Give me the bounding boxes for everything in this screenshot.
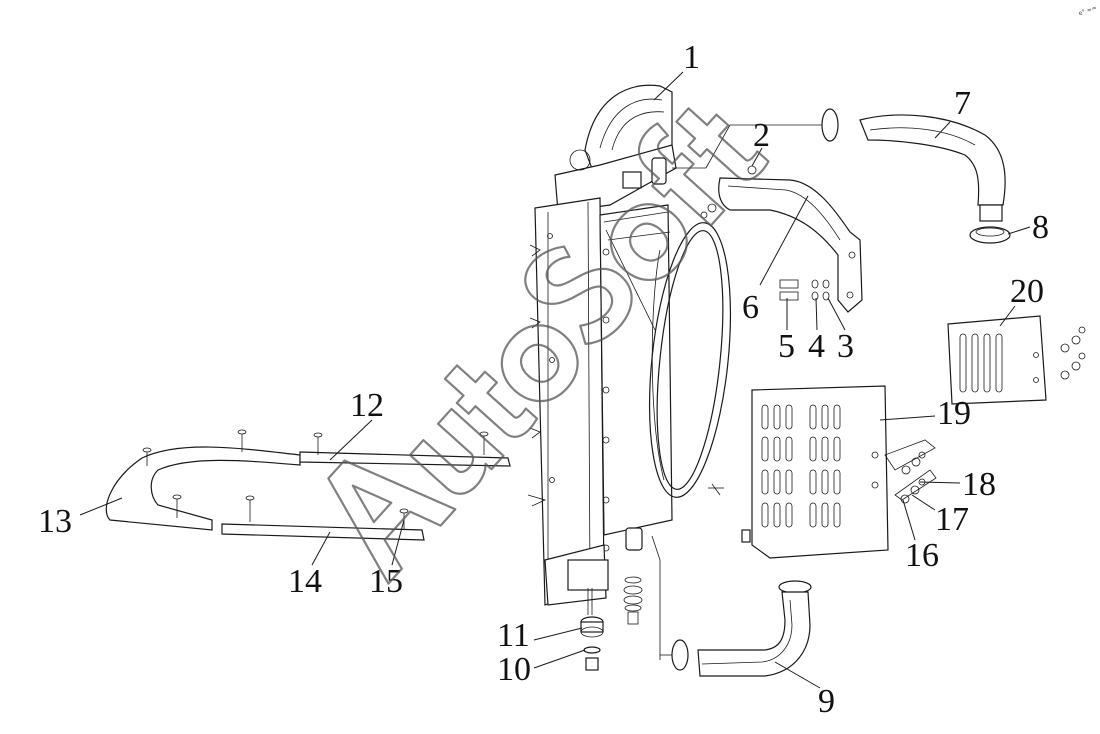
callout-11: 11: [497, 617, 530, 654]
panel-slot: [821, 436, 829, 462]
lower-hose-drawing: [660, 580, 812, 677]
callout-9: 9: [818, 683, 835, 720]
panel-slot: [785, 469, 793, 495]
panel-slot: [809, 436, 817, 462]
callout-3: 3: [837, 328, 854, 365]
panel-slot: [821, 502, 829, 528]
callout-4: 4: [808, 328, 825, 365]
mount-stud-drawing: [580, 616, 604, 671]
callout-8: 8: [1032, 209, 1049, 246]
callout-6: 6: [742, 289, 759, 326]
panel-slot: [773, 404, 781, 430]
panel-slot: [761, 404, 769, 430]
panel-slot: [833, 502, 841, 528]
panel-slot: [809, 469, 817, 495]
panel-slot: [809, 502, 817, 528]
panel-slot: [761, 502, 769, 528]
callout-19: 19: [937, 395, 971, 432]
callout-18: 18: [962, 466, 996, 503]
perforated-panel-small-drawing: [947, 315, 1086, 405]
watermark-autosoft: [327, 107, 770, 585]
panel-slot: [833, 404, 841, 430]
callout-14: 14: [288, 563, 322, 600]
radiator-assembly-drawing: [527, 84, 732, 660]
callout-17: 17: [935, 501, 969, 538]
callout-16: 16: [905, 537, 939, 574]
callout-5: 5: [778, 328, 795, 365]
panel-slot: [833, 469, 841, 495]
callout-1: 1: [683, 39, 700, 76]
panel-slot: [761, 469, 769, 495]
panel-slot: [821, 469, 829, 495]
panel-slot: [821, 404, 829, 430]
callout-13: 13: [38, 503, 72, 540]
panel-slot: [773, 436, 781, 462]
base-plates-drawing: [105, 429, 511, 541]
callout-7: 7: [954, 85, 971, 122]
panel-slot: [809, 404, 817, 430]
watermark-letter-f: [637, 122, 726, 227]
panel-slot: [785, 404, 793, 430]
perforated-panel-large-drawing: [741, 385, 937, 559]
panel-slot: [785, 436, 793, 462]
callout-2: 2: [753, 117, 770, 154]
watermark-letter-t2: [675, 107, 770, 181]
pipe-bracket-drawing: [700, 165, 863, 313]
upper-hose-drawing: [672, 108, 1011, 244]
watermark-letter-o: [500, 324, 579, 403]
watermark-letter-A: [327, 459, 457, 585]
callout-10: 10: [497, 651, 531, 688]
callout-12: 12: [350, 387, 384, 424]
panel-slot: [773, 502, 781, 528]
leader-lines: [79, 71, 1031, 689]
panel-slot: [833, 436, 841, 462]
panel-slot: [773, 469, 781, 495]
watermark-letter-o2: [609, 203, 688, 281]
watermark-letter-t: [443, 364, 539, 438]
panel-slot: [761, 436, 769, 462]
part-number-callouts: 1 2 3 4 5 6 7 8 9 10 11 12 13 14 15 16 1…: [38, 39, 1049, 720]
watermark-letter-S: [524, 245, 633, 345]
watermark-letter-u: [408, 407, 505, 495]
corner-mark: e° ≈≈: [1078, 4, 1098, 17]
panel-slot: [785, 502, 793, 528]
callout-20: 20: [1010, 273, 1044, 310]
